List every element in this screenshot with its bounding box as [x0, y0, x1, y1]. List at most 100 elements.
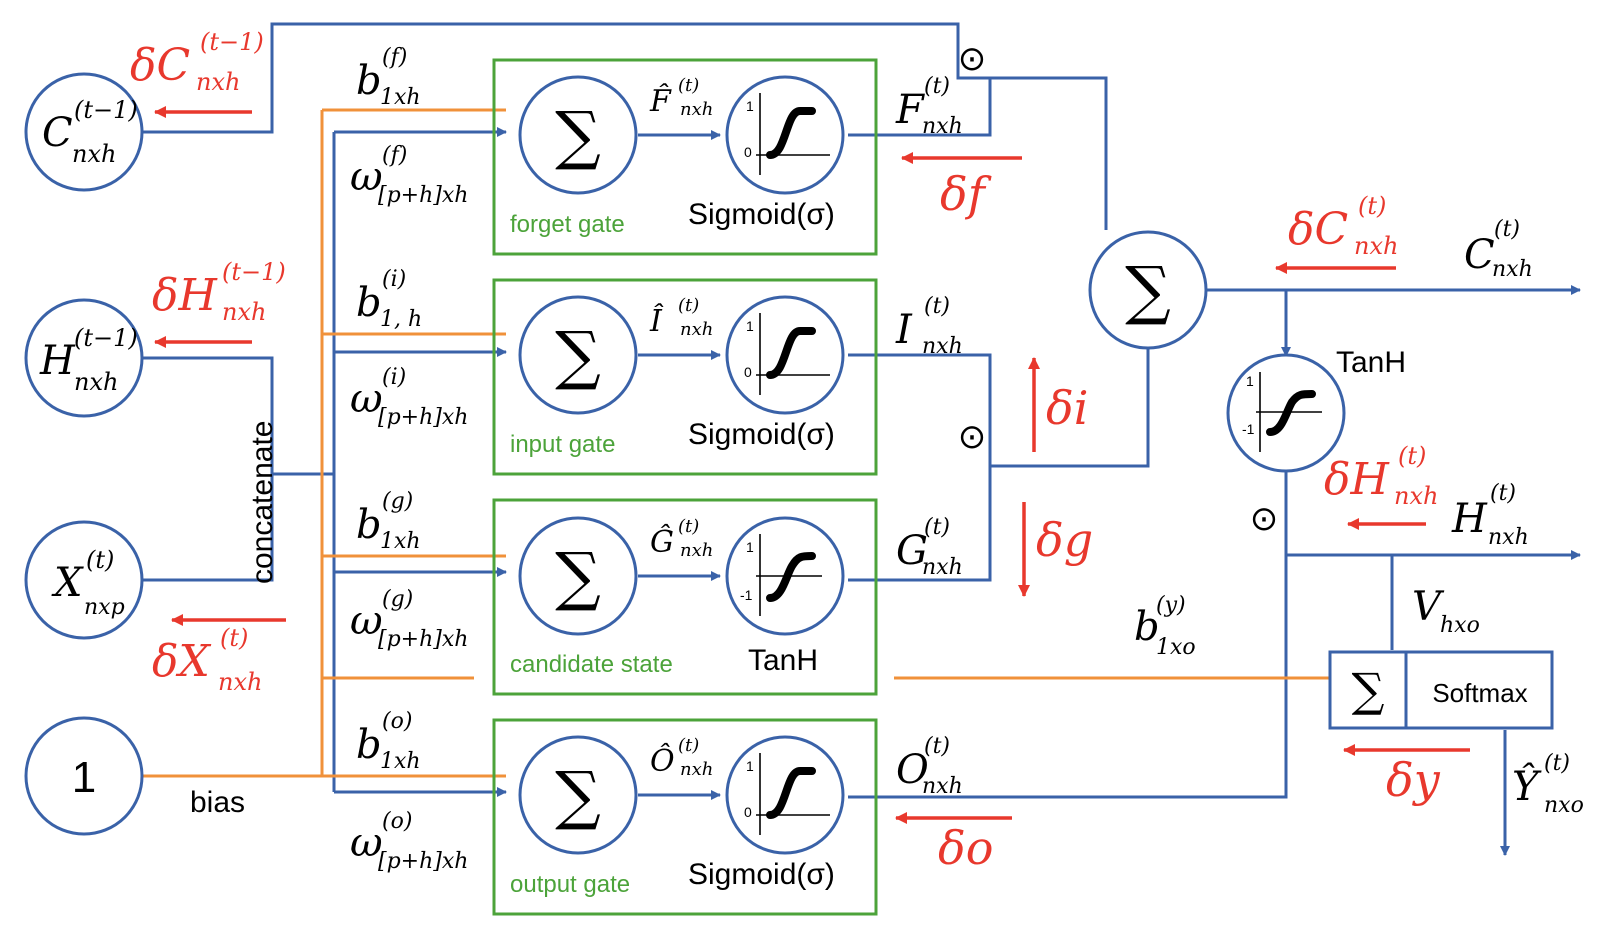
svg-text:0: 0: [744, 364, 752, 380]
output-activation-label: Sigmoid(σ): [688, 858, 835, 891]
forget-sum-symbol: ∑: [555, 99, 601, 173]
output-gate-wire: [848, 555, 1288, 799]
svg-text:hxo: hxo: [1440, 613, 1480, 638]
grad-dx-label: δX (t) nxh: [152, 624, 262, 696]
concatenate-wire: [140, 356, 274, 582]
svg-text:(t): (t): [924, 294, 950, 319]
candidate-activation-label: TanH: [748, 644, 818, 677]
svg-text:(g): (g): [382, 489, 413, 514]
cell-sum-node: ∑: [1088, 230, 1208, 350]
forget-pre-activation-label: F̂(t)nxh: [649, 75, 713, 120]
svg-text:ω: ω: [350, 820, 383, 866]
svg-text:(t): (t): [1494, 217, 1520, 242]
svg-text:(o): (o): [382, 809, 412, 834]
output-weight-label: ω(o)[p+h]xh: [350, 809, 468, 874]
concatenate-label: concatenate: [246, 421, 279, 584]
svg-text:δH: δH: [1324, 454, 1390, 505]
svg-text:1: 1: [1246, 373, 1254, 389]
svg-text:nxh: nxh: [74, 368, 118, 396]
svg-text:nxh: nxh: [922, 555, 963, 580]
svg-text:(t−1): (t−1): [74, 96, 138, 124]
input-c-prev-node: C (t−1) nxh: [24, 72, 144, 192]
svg-text:1: 1: [746, 758, 754, 774]
candidate-pre-activation-label: Ĝ(t)nxh: [650, 516, 713, 561]
svg-text:-1: -1: [1242, 421, 1255, 437]
svg-text:(t): (t): [678, 516, 699, 537]
svg-text:1: 1: [746, 539, 754, 555]
svg-text:F: F: [895, 87, 925, 133]
svg-text:nxh: nxh: [680, 319, 713, 340]
forget-activation-label: Sigmoid(σ): [688, 198, 835, 231]
svg-text:G: G: [896, 528, 928, 574]
output-v-label: V hxo: [1412, 584, 1480, 638]
svg-text:nxh: nxh: [1492, 257, 1533, 282]
svg-text:0: 0: [744, 144, 752, 160]
svg-text:(f): (f): [382, 45, 407, 70]
svg-text:b: b: [356, 502, 382, 548]
svg-text:δC: δC: [1288, 204, 1348, 255]
grad-dc-label: δC (t) nxh: [1288, 192, 1398, 260]
input-one-node: 1: [24, 716, 144, 836]
svg-text:[p+h]xh: [p+h]xh: [378, 405, 468, 430]
svg-text:nxh: nxh: [922, 114, 963, 139]
svg-text:∑: ∑: [1125, 254, 1171, 328]
ig-product-wire: [990, 346, 1150, 468]
input-bias-label: b(i)1, h: [356, 267, 422, 332]
svg-text:(t): (t): [1358, 192, 1386, 220]
svg-text:Î: Î: [649, 303, 664, 339]
svg-text:O: O: [896, 747, 929, 793]
softmax-label: Softmax: [1432, 678, 1527, 708]
svg-text:(i): (i): [382, 365, 406, 390]
input-gate-box: [492, 278, 878, 476]
svg-text:nxo: nxo: [1544, 793, 1584, 818]
grad-dh-prev-label: δH (t−1) nxh: [152, 258, 286, 326]
svg-text:1: 1: [746, 318, 754, 334]
grad-di-label: δi: [1046, 381, 1088, 435]
candidate-gate-caption: candidate state: [510, 651, 673, 678]
output-y-label: Ŷ (t) nxo: [1512, 751, 1584, 818]
softmax-box: ∑ Softmax: [1328, 650, 1554, 730]
svg-text:1: 1: [746, 98, 754, 114]
output-gate-box: [492, 718, 878, 916]
odot-output: ⊙: [1250, 500, 1279, 538]
output-by-label: b (y) 1xo: [1134, 593, 1196, 660]
svg-text:[p+h]xh: [p+h]xh: [378, 183, 468, 208]
output-output-label: O(t) nxh: [896, 734, 963, 799]
svg-text:(t): (t): [924, 734, 950, 759]
cell-tanh-node: 1 -1: [1226, 353, 1346, 473]
svg-text:0: 0: [744, 804, 752, 820]
svg-text:nxh: nxh: [680, 99, 713, 120]
grad-dg-label: δg: [1036, 513, 1093, 567]
svg-text:b: b: [356, 58, 382, 104]
svg-text:(t): (t): [1544, 751, 1570, 776]
svg-text:(t): (t): [1398, 442, 1426, 470]
svg-text:C: C: [42, 110, 73, 156]
input-activation-label: Sigmoid(σ): [688, 418, 835, 451]
gradient-arrows: [154, 106, 1470, 824]
svg-text:Ô: Ô: [650, 743, 675, 779]
svg-text:(t−1): (t−1): [74, 324, 138, 352]
input-gate-caption: input gate: [510, 431, 615, 458]
svg-text:1, h: 1, h: [380, 307, 422, 332]
svg-text:Ĝ: Ĝ: [650, 524, 674, 560]
svg-text:X: X: [51, 560, 84, 606]
svg-text:(t): (t): [1490, 481, 1516, 506]
forget-output-label: F(t)nxh: [895, 74, 963, 139]
output-h-label: H (t) nxh: [1451, 481, 1529, 550]
candidate-output-label: G(t)nxh: [896, 515, 963, 580]
input-h-prev-node: H (t−1) nxh: [24, 298, 144, 418]
input-pre-activation-label: Î(t)nxh: [649, 295, 713, 340]
forget-gate-box: [492, 58, 878, 256]
svg-text:δC: δC: [130, 40, 190, 91]
svg-text:nxh: nxh: [922, 774, 963, 799]
odot-input: ⊙: [958, 418, 987, 456]
cell-state-prev-wire: [140, 22, 1108, 230]
input-output-label: I(t)nxh: [895, 294, 963, 359]
svg-text:F̂: F̂: [649, 84, 672, 119]
svg-text:nxh: nxh: [196, 68, 240, 96]
grad-dc-prev-label: δC (t−1) nxh: [130, 28, 264, 96]
svg-text:1xh: 1xh: [380, 85, 421, 110]
